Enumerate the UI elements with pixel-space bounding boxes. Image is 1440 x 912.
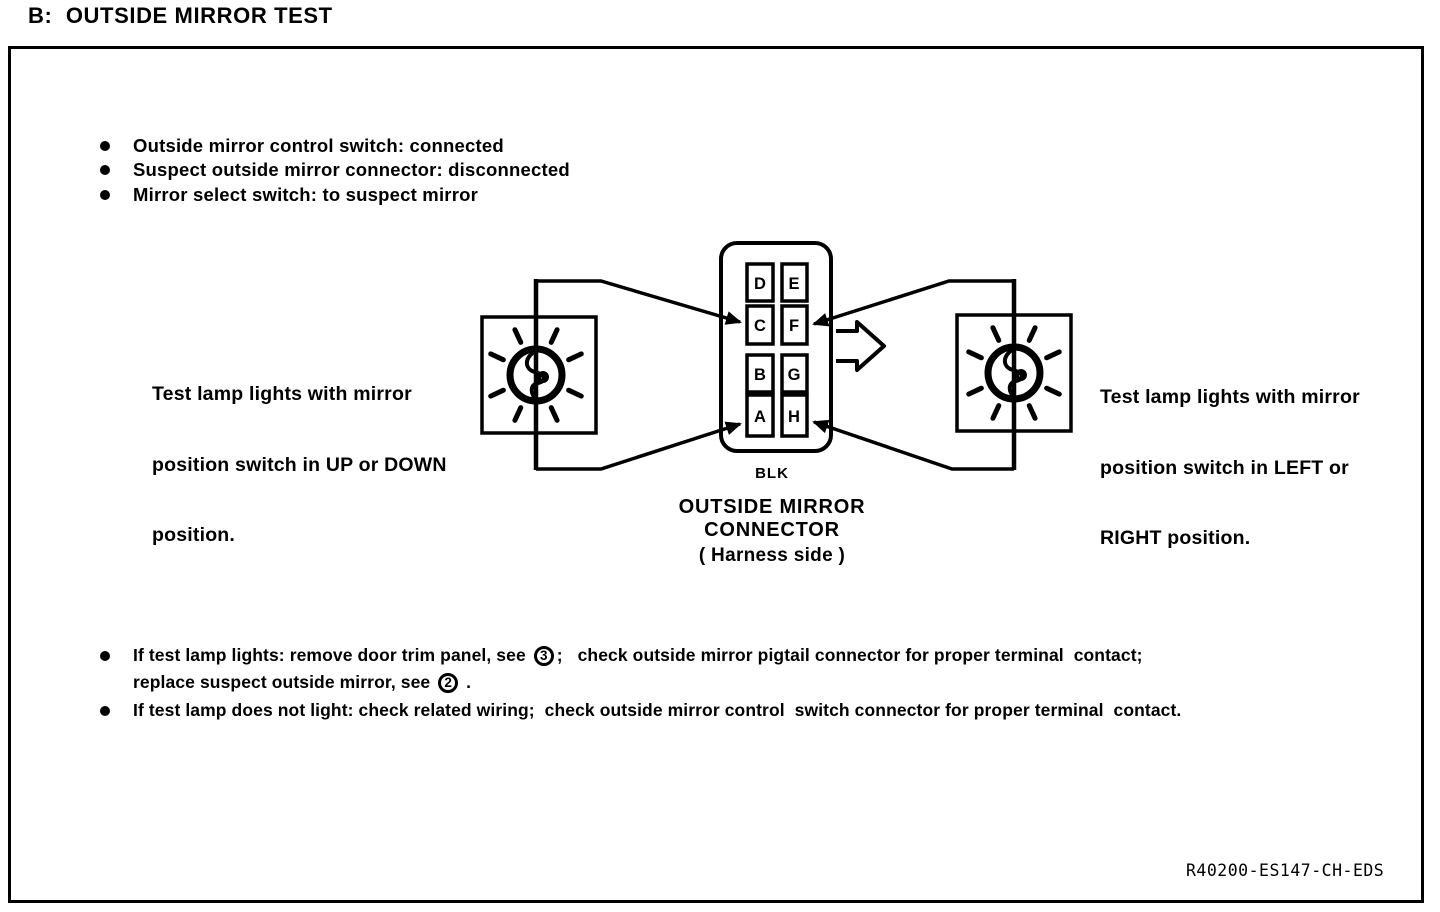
lamp-rays — [488, 327, 584, 423]
result-text: replace suspect outside mirror, see — [133, 672, 436, 692]
note-line: Test lamp lights with mirror — [152, 383, 412, 405]
lamp-rays — [966, 325, 1062, 421]
precondition-label: Mirror select switch: to suspect mirror — [133, 184, 479, 205]
wire-color-label: BLK — [755, 465, 789, 482]
arrow-to-pin-c — [536, 279, 742, 325]
connector-pin-label: E — [788, 275, 799, 293]
bullet-icon — [100, 165, 110, 175]
result-item-continued: replace suspect outside mirror, see 2 . — [133, 672, 471, 693]
caption-subline: ( Harness side ) — [698, 545, 846, 566]
connector-pin-label: B — [754, 366, 766, 384]
circled-step-2-ref: 2 — [438, 672, 459, 693]
result-item: If test lamp does not light: check relat… — [100, 700, 1181, 721]
precondition-item: Suspect outside mirror connector: discon… — [100, 159, 570, 181]
result-item: If test lamp lights: remove door trim pa… — [100, 645, 1143, 666]
page-title: B: OUTSIDE MIRROR TEST — [28, 3, 333, 28]
connector-pin-label: C — [754, 317, 766, 335]
content-frame — [8, 46, 1424, 903]
note-line: position. — [152, 524, 236, 546]
precondition-item: Mirror select switch: to suspect mirror — [100, 184, 478, 206]
result-text: ; check outside mirror pigtail connector… — [556, 645, 1143, 665]
right-lamp-note: Test lamp lights with mirror position sw… — [1100, 339, 1360, 598]
arrow-to-pin-a — [536, 421, 742, 471]
note-line: position switch in LEFT or — [1100, 456, 1349, 479]
outside-mirror-connector: D E C F B G A H — [719, 241, 833, 453]
connector-pin-label: F — [789, 317, 799, 335]
precondition-label: Suspect outside mirror connector: discon… — [133, 159, 570, 180]
arrow-to-pin-h — [812, 419, 1014, 471]
document-reference-code: R40200-ES147-CH-EDS — [1186, 861, 1385, 880]
connector-pin-label: A — [754, 408, 766, 426]
connector-pin-label: D — [754, 275, 766, 293]
note-line: RIGHT position. — [1100, 527, 1251, 549]
test-lamp-icon-right — [955, 313, 1073, 433]
precondition-item: Outside mirror control switch: connected — [100, 135, 504, 157]
bullet-icon — [100, 650, 110, 661]
connector-pin-label: H — [788, 408, 800, 426]
result-text: If test lamp lights: remove door trim pa… — [133, 645, 531, 665]
precondition-label: Outside mirror control switch: connected — [133, 135, 504, 156]
connector-pins — [745, 262, 809, 438]
circled-step-3-ref: 3 — [533, 645, 554, 666]
caption-line: OUTSIDE MIRROR — [678, 496, 866, 518]
caption-line: CONNECTOR — [704, 519, 840, 541]
connector-caption: OUTSIDE MIRROR CONNECTOR ( Harness side … — [622, 496, 922, 567]
note-line: Test lamp lights with mirror — [1100, 386, 1360, 408]
bullet-icon — [100, 141, 110, 151]
left-lamp-note: Test lamp lights with mirror position sw… — [152, 336, 447, 595]
result-text: If test lamp does not light: check relat… — [133, 700, 1182, 720]
bullet-icon — [100, 190, 110, 200]
connector-pin-label: G — [788, 366, 801, 384]
block-arrow-right-icon — [836, 320, 886, 372]
result-text: . — [461, 672, 472, 692]
note-line: position switch in UP or DOWN — [152, 453, 447, 476]
arrow-to-pin-f — [812, 279, 1014, 327]
test-lamp-icon-left — [480, 315, 598, 435]
bullet-icon — [100, 705, 110, 716]
